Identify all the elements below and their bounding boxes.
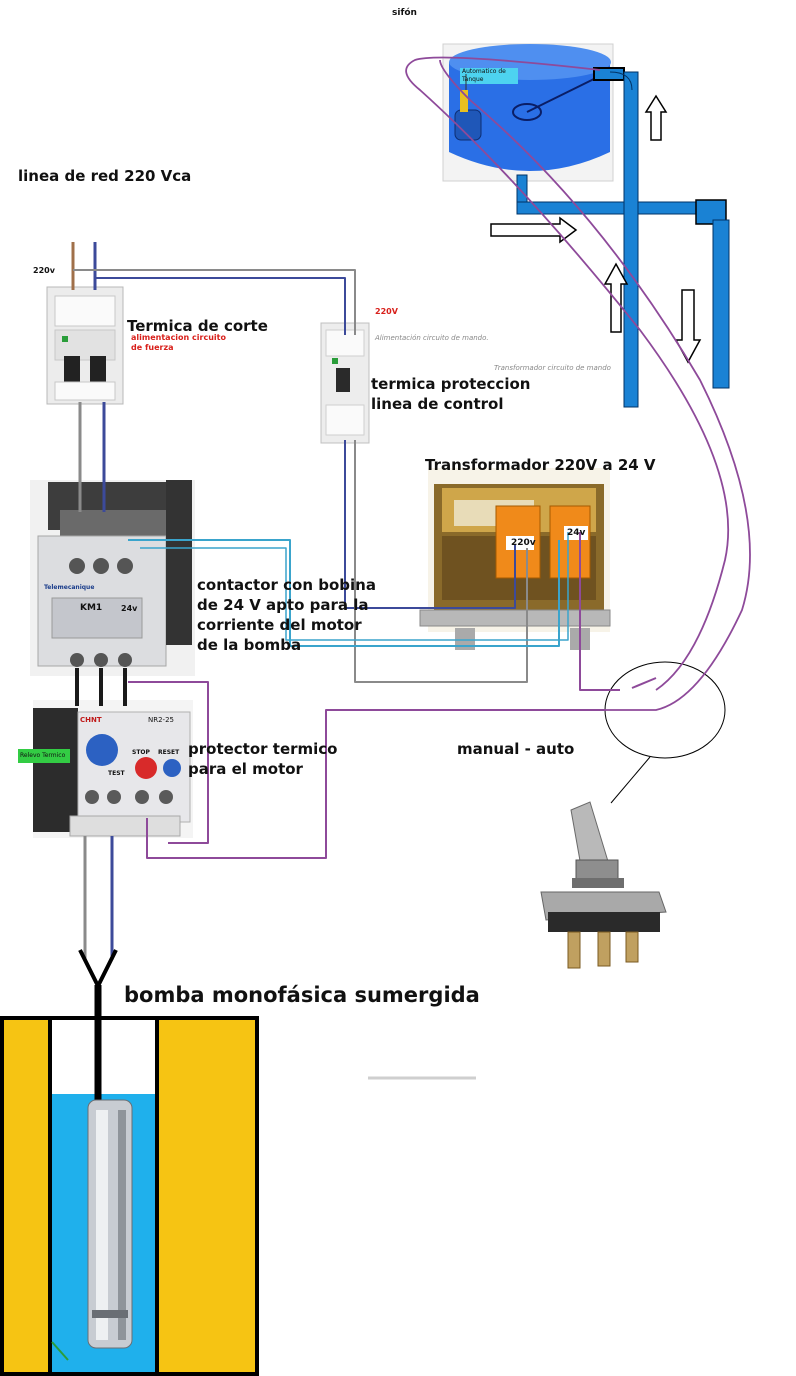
contactor-brand-label: Telemecanique (44, 584, 95, 591)
main-breaker-label: Termica de corte (127, 317, 268, 335)
main-breaker-sub2: de fuerza (131, 343, 174, 352)
relay-brand-label: CHNT (80, 716, 102, 724)
control-voltage-label: 220V (375, 307, 398, 316)
main-breaker-sub1: alimentacion circuito (131, 333, 226, 342)
control-supply-label: Alimentación circuito de mando. (375, 334, 489, 342)
pump-label: bomba monofásica sumergida (124, 983, 480, 1007)
thermal-relay-label: protector termico para el motor (188, 740, 338, 778)
mains-label: linea de red 220 Vca (18, 167, 192, 185)
switch-label: manual - auto (457, 740, 575, 758)
transformer-supply-label: Transformador circuito de mando (494, 364, 611, 372)
well-and-pump (0, 985, 259, 1376)
toggle-switch-device (540, 801, 667, 969)
thermal-relay-device (18, 700, 193, 838)
mains-voltage-label: 220v (33, 266, 55, 275)
contactor-id-label: KM1 (80, 603, 103, 613)
control-breaker-label: termica proteccion linea de control (371, 375, 531, 413)
transformer-out-label: 24v (567, 528, 586, 538)
transformer-label: Transformador 220V a 24 V (425, 456, 656, 474)
relay-reset-label: RESET (158, 749, 180, 756)
contactor-label: contactor con bobina de 24 V apto para l… (197, 576, 376, 654)
water-tank-assembly (442, 43, 625, 182)
contactor-device (30, 480, 195, 676)
top-label: sifón (392, 8, 417, 18)
relay-stop-label: STOP (132, 749, 150, 756)
relay-model-label: NR2-25 (148, 716, 174, 724)
relay-test-label: TEST (108, 770, 125, 777)
control-breaker-device (320, 322, 370, 444)
switch-callout-leader (610, 756, 651, 804)
relay-tag-label: Relevo Termico (20, 752, 66, 759)
float-switch-label: Automatico de Tanque (462, 68, 506, 83)
contactor-coil-label: 24v (121, 604, 138, 613)
transformer-device (419, 468, 611, 650)
wiring (71, 56, 751, 988)
transformer-in-label: 220v (511, 538, 536, 548)
main-breaker-device (46, 286, 124, 405)
pipework (490, 71, 730, 408)
